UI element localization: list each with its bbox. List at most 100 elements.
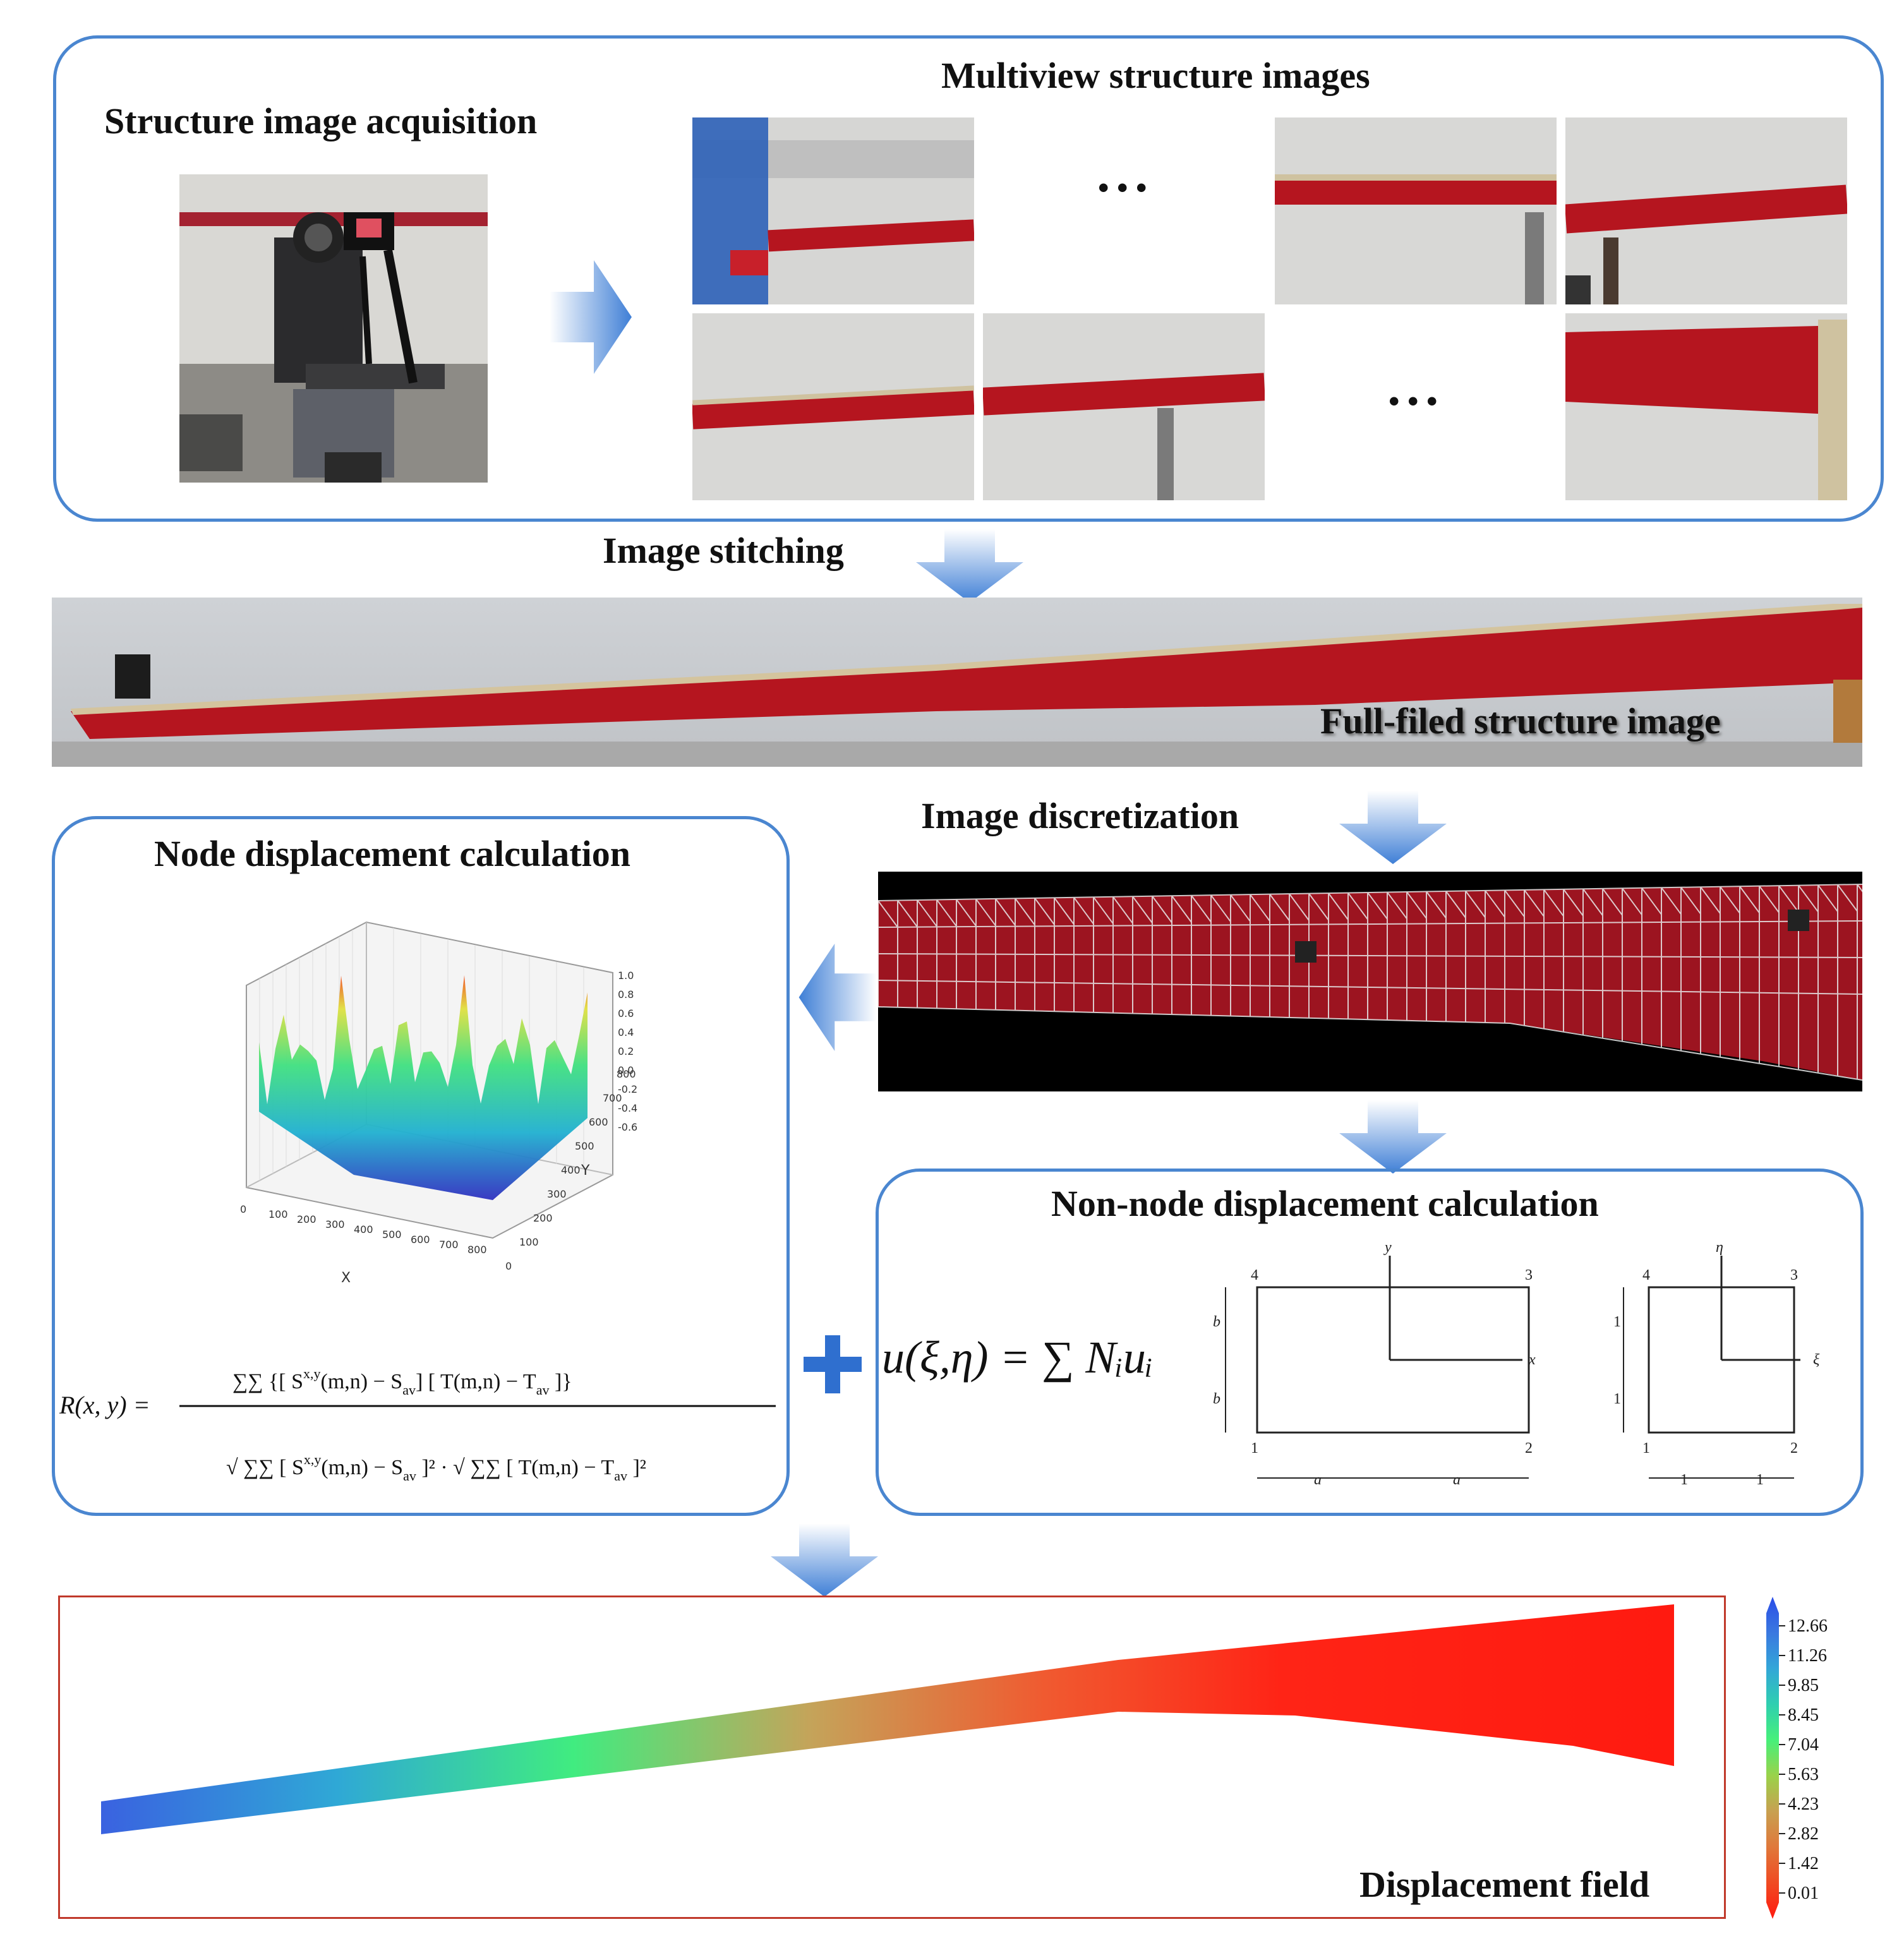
svg-text:√ ∑∑ [ Sx,y(m,n) − Sav ]² · √: √ ∑∑ [ Sx,y(m,n) − Sav ]² · √ ∑∑ [ T(m,n… (226, 1451, 646, 1484)
half-width-label-left: a (1314, 1472, 1322, 1488)
mesh-diagonal (1387, 891, 1407, 920)
y-tick-label: 100 (519, 1236, 539, 1248)
mesh-diagonal (1015, 898, 1035, 925)
mesh-diagonal (1524, 889, 1545, 917)
mesh-diagonal (1034, 898, 1055, 925)
down-arrow-icon (916, 529, 1023, 603)
nonnode-title: Non-node displacement calculation (1051, 1183, 1599, 1224)
mesh-diagonal (1054, 897, 1075, 925)
x-tick-label: 200 (297, 1213, 316, 1225)
mesh-diagonal (1602, 888, 1623, 916)
colorbar-tick-label: 5.63 (1788, 1765, 1819, 1784)
mesh-diagonal (1328, 892, 1349, 920)
y-tick-label: 500 (575, 1140, 594, 1152)
down-arrow-icon-2 (1338, 791, 1448, 864)
mesh-diagonal (1289, 893, 1310, 921)
mesh-diagonal (1720, 886, 1740, 914)
mesh-diagonal (1563, 889, 1584, 916)
displacement-field-beam (95, 1604, 1687, 1857)
x-tick-label: 700 (439, 1239, 459, 1251)
z-tick-label: 0.8 (618, 989, 634, 1001)
colorbar-tick-label: 2.82 (1788, 1824, 1819, 1844)
colorbar-tick-label: 0.01 (1788, 1884, 1819, 1903)
mesh-diagonal (1739, 886, 1760, 913)
node-3-label: 3 (1525, 1267, 1533, 1283)
half-height-label-top: b (1213, 1314, 1220, 1330)
colorbar-tick-label: 8.45 (1788, 1705, 1819, 1725)
mesh-diagonal (975, 898, 996, 927)
mesh-diagonal (1485, 890, 1505, 918)
mesh-diagonal (1680, 887, 1701, 915)
z-tick-label: 0.2 (618, 1045, 634, 1057)
mesh-diagonal (1445, 891, 1466, 918)
nat-half-width-right: 1 (1756, 1472, 1764, 1488)
x-tick-label: 800 (467, 1244, 487, 1256)
down-arrow-icon-3 (1338, 1100, 1448, 1174)
mesh-diagonal (1798, 885, 1819, 913)
nat-node-1-label: 1 (1642, 1440, 1650, 1457)
stitching-title: Image stitching (603, 530, 844, 571)
z-tick-label: 0.4 (618, 1026, 634, 1038)
nat-half-width-left: 1 (1680, 1472, 1688, 1488)
axis-y-label: y (1383, 1239, 1392, 1256)
mesh-diagonal (1406, 891, 1427, 919)
x-tick-label: 100 (268, 1208, 288, 1220)
natural-element-diagram: ξ η 4 3 1 2 1 1 1 1 (1598, 1238, 1851, 1503)
mesh-diagonal (1308, 893, 1329, 921)
mesh-diagonal (1132, 896, 1153, 923)
y-tick-label: 400 (561, 1164, 581, 1176)
mesh-diagonal (1250, 894, 1270, 922)
mesh-diagonal (917, 899, 937, 927)
mesh-diagonal (995, 898, 1016, 926)
mesh-diagonal (1504, 889, 1525, 918)
y-tick-label: 700 (603, 1092, 622, 1104)
y-tick-label: 600 (589, 1116, 608, 1128)
half-height-label-bottom: b (1213, 1391, 1220, 1407)
mesh-diagonal (1269, 894, 1290, 922)
mesh-diagonal (1857, 884, 1862, 892)
mesh-diagonal (1093, 896, 1114, 924)
z-tick-label: -0.6 (618, 1121, 637, 1133)
y-tick-label: 300 (547, 1188, 567, 1200)
mesh-diagonal (1641, 887, 1662, 915)
mesh-diagonal (1778, 885, 1799, 913)
nat-node-2-label: 2 (1790, 1440, 1798, 1457)
mesh-diagonal (1543, 889, 1564, 917)
multiview-photo-2 (1275, 117, 1557, 304)
mesh-diagonal (878, 900, 898, 928)
node-2-label: 2 (1525, 1440, 1533, 1457)
acquisition-title: Structure image acquisition (104, 100, 538, 141)
half-width-label-right: a (1453, 1472, 1461, 1488)
mesh-diagonal (1210, 894, 1231, 922)
mesh-diagonal (1759, 886, 1780, 913)
camera-setup-photo (179, 174, 488, 483)
colorbar-tick-label: 1.42 (1788, 1854, 1819, 1873)
colorbar-gradient (1766, 1597, 1779, 1919)
colorbar-tick-label: 11.26 (1788, 1646, 1827, 1666)
mesh-diagonal (1426, 891, 1447, 919)
mesh-diagonal (1622, 887, 1642, 915)
acquisition-panel (53, 35, 1884, 522)
node-panel (52, 816, 790, 1516)
formula-lhs: R(x, y) = (59, 1391, 150, 1419)
node-1-label: 1 (1251, 1440, 1258, 1457)
multiview-photo-5 (983, 313, 1265, 500)
mesh-diagonal (1817, 884, 1838, 912)
mesh-diagonal (1152, 896, 1172, 923)
x-tick-label: 600 (411, 1234, 430, 1246)
multiview-title: Multiview structure images (941, 55, 1370, 96)
mesh-diagonal (1171, 895, 1192, 923)
node-title: Node displacement calculation (154, 833, 630, 874)
colorbar-tick-label: 4.23 (1788, 1794, 1819, 1814)
colorbar-tick-label: 9.85 (1788, 1676, 1819, 1695)
correlation-formula: R(x, y) = ∑∑ {[ Sx,y(m,n) − Sav] [ T(m,n… (56, 1331, 782, 1508)
colorbar-tick-label: 7.04 (1788, 1735, 1819, 1755)
nat-node-4-label: 4 (1642, 1267, 1650, 1283)
y-axis-label: Y (581, 1163, 590, 1179)
z-tick-label: 1.0 (618, 970, 634, 982)
nat-half-height-bottom: 1 (1613, 1391, 1621, 1407)
nat-half-height-top: 1 (1613, 1314, 1621, 1330)
down-arrow-icon-4 (771, 1523, 878, 1597)
right-arrow-icon (550, 260, 632, 374)
mesh-diagonal (897, 899, 918, 928)
